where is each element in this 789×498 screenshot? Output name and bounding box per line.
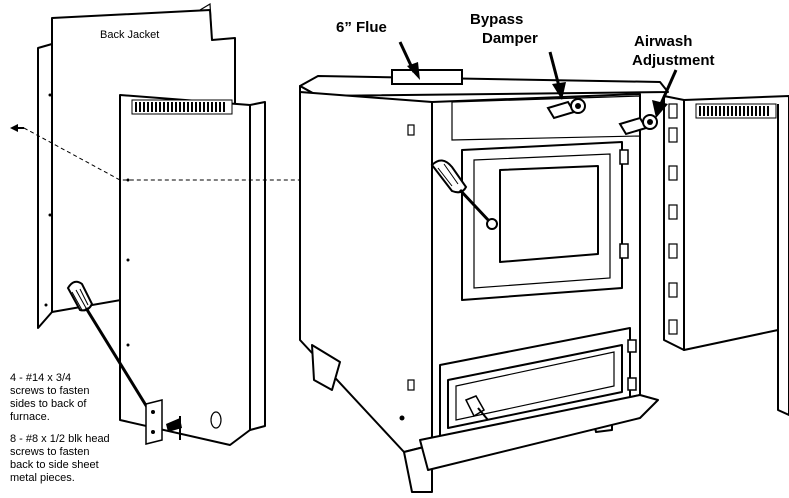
right-panel-slots [668, 103, 678, 335]
upper-door [461, 141, 629, 301]
note1-line: sides to back of [10, 398, 87, 410]
note2-line: metal pieces. [10, 472, 75, 484]
left-side-panel [119, 94, 266, 446]
note2-line: back to side sheet [10, 459, 99, 471]
note1-line: furnace. [10, 411, 50, 423]
vent-slots [131, 99, 233, 115]
ash-door [419, 327, 659, 471]
bypass-label-line1: Bypass [470, 11, 523, 28]
note-screws-back: 8 - #8 x 1/2 blk head screws to fasten b… [10, 433, 110, 484]
airwash-label-line1: Airwash [634, 33, 692, 50]
door-handle[interactable] [430, 159, 498, 230]
bypass-damper-knob[interactable] [546, 98, 586, 120]
alignment-dashed-line [23, 127, 318, 181]
back-jacket-label: Back Jacket [100, 29, 159, 41]
screw-icon [10, 124, 24, 132]
airwash-label-line2: Adjustment [632, 52, 715, 69]
note2-line: screws to fasten [10, 446, 89, 458]
bracket-icon [145, 399, 182, 445]
bypass-label-line2: Damper [482, 30, 538, 47]
flue-label: 6” Flue [336, 19, 387, 36]
callout-arrows [398, 41, 678, 118]
note2-line: 8 - #8 x 1/2 blk head [10, 433, 110, 445]
note1-line: 4 - #14 x 3/4 [10, 372, 71, 384]
airwash-knob[interactable] [618, 114, 658, 136]
note-screws-sides: 4 - #14 x 3/4 screws to fasten sides to … [10, 372, 89, 423]
screwdriver-icon [66, 280, 152, 413]
right-side-panel [663, 95, 789, 416]
note1-line: screws to fasten [10, 385, 89, 397]
